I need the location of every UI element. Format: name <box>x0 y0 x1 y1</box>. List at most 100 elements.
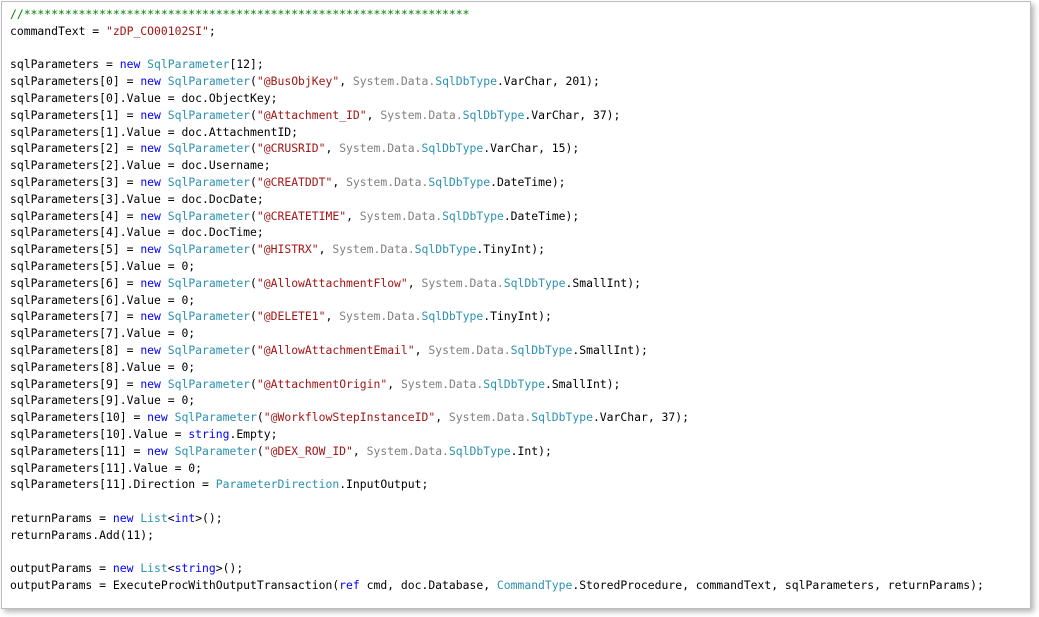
code-token-type: SqlParameter <box>167 376 251 391</box>
code-token-type: SqlParameter <box>167 342 251 357</box>
code-token-plain: sqlParameters[4].Value = doc.DocTime; <box>10 225 264 240</box>
code-line[interactable]: sqlParameters[7] = new SqlParameter("@DE… <box>10 308 984 325</box>
code-token-plain: returnParams.Add(11); <box>10 527 155 542</box>
code-line[interactable]: sqlParameters[5] = new SqlParameter("@HI… <box>10 241 984 258</box>
code-line[interactable]: sqlParameters[9] = new SqlParameter("@At… <box>10 376 984 393</box>
code-line[interactable]: sqlParameters[5].Value = 0; <box>10 258 984 275</box>
code-token-plain <box>161 309 168 323</box>
code-token-plain: sqlParameters[1] = <box>10 107 141 122</box>
code-line[interactable]: //**************************************… <box>10 6 984 23</box>
code-token-plain: sqlParameters[11] = <box>10 443 148 458</box>
code-line[interactable]: returnParams.Add(11); <box>10 527 984 544</box>
code-token-str: "@AllowAttachmentFlow" <box>256 275 408 290</box>
code-token-plain: sqlParameters[7].Value = 0; <box>10 326 196 341</box>
code-token-ns: System.Data. <box>352 74 436 89</box>
code-token-kw: new <box>140 174 161 189</box>
code-token-kw: new <box>140 275 161 290</box>
code-line[interactable]: sqlParameters[3] = new SqlParameter("@CR… <box>10 174 984 191</box>
code-line[interactable] <box>10 40 984 57</box>
code-token-type: List <box>140 561 168 576</box>
code-token-type: SqlParameter <box>167 107 251 122</box>
code-line[interactable]: sqlParameters[0] = new SqlParameter("@Bu… <box>10 73 984 90</box>
code-token-ns: System.Data. <box>366 443 449 458</box>
code-block[interactable]: //**************************************… <box>10 6 984 594</box>
code-token-plain: , <box>346 208 360 223</box>
code-token-plain: , <box>325 309 340 324</box>
code-token-plain: sqlParameters[5].Value = 0; <box>10 258 196 273</box>
code-line[interactable]: sqlParameters[6] = new SqlParameter("@Al… <box>10 275 984 292</box>
code-token-type: SqlParameter <box>174 410 257 425</box>
code-token-plain: , <box>332 174 347 189</box>
code-token-plain <box>161 209 168 223</box>
code-token-plain: , <box>325 141 340 156</box>
code-token-plain: ( <box>250 174 257 189</box>
code-line[interactable]: outputParams = ExecuteProcWithOutputTran… <box>10 577 984 594</box>
code-token-plain: cmd, doc.Database, <box>359 578 497 593</box>
code-token-plain: [12]; <box>229 57 264 72</box>
code-line[interactable]: sqlParameters[7].Value = 0; <box>10 325 984 342</box>
code-token-type: List <box>140 510 168 525</box>
code-token-type: SqlDbType <box>462 107 525 122</box>
code-token-plain: ( <box>250 74 257 89</box>
code-line[interactable]: commandText = "zDP_CO00102SI"; <box>10 23 984 40</box>
code-line[interactable]: sqlParameters[6].Value = 0; <box>10 292 984 309</box>
code-line[interactable]: sqlParameters[1].Value = doc.AttachmentI… <box>10 124 984 141</box>
code-line[interactable]: sqlParameters[8] = new SqlParameter("@Al… <box>10 342 984 359</box>
code-token-plain: , <box>407 275 422 290</box>
code-line[interactable] <box>10 544 984 561</box>
code-token-plain: sqlParameters[0].Value = doc.ObjectKey; <box>10 90 278 105</box>
code-token-plain: sqlParameters[6] = <box>10 275 141 290</box>
code-token-plain: >(); <box>215 561 244 576</box>
code-token-str: "zDP_CO00102SI" <box>106 23 209 38</box>
code-line[interactable]: outputParams = new List<string>(); <box>10 560 984 577</box>
code-token-kw: new <box>119 57 141 72</box>
code-token-kw: new <box>140 208 161 223</box>
code-token-plain: ( <box>250 107 257 122</box>
code-line[interactable]: sqlParameters[4] = new SqlParameter("@CR… <box>10 208 984 225</box>
code-line[interactable]: sqlParameters = new SqlParameter[12]; <box>10 56 984 73</box>
code-token-plain: ( <box>250 141 257 156</box>
code-line[interactable]: sqlParameters[0].Value = doc.ObjectKey; <box>10 90 984 107</box>
code-line[interactable]: sqlParameters[10].Value = string.Empty; <box>10 426 984 443</box>
code-token-kw: new <box>112 510 134 525</box>
code-line[interactable]: sqlParameters[11].Value = 0; <box>10 460 984 477</box>
code-token-kw: new <box>140 242 161 257</box>
code-line[interactable]: sqlParameters[4].Value = doc.DocTime; <box>10 224 984 241</box>
code-line[interactable] <box>10 493 984 510</box>
code-token-type: SqlParameter <box>167 275 251 290</box>
code-token-type: SqlDbType <box>448 443 511 458</box>
code-token-plain <box>161 242 168 256</box>
code-token-ns: System.Data. <box>359 208 443 223</box>
code-editor-panel: //**************************************… <box>1 1 1031 609</box>
code-token-plain: .DateTime); <box>503 208 580 223</box>
code-token-plain: .VarChar, 37); <box>524 107 621 122</box>
code-token-plain: ; <box>208 23 216 38</box>
code-line[interactable]: sqlParameters[1] = new SqlParameter("@At… <box>10 107 984 124</box>
code-token-plain: sqlParameters[3] = <box>10 174 141 189</box>
code-line[interactable]: sqlParameters[11] = new SqlParameter("@D… <box>10 443 984 460</box>
code-line[interactable]: sqlParameters[9].Value = 0; <box>10 392 984 409</box>
code-token-plain <box>168 410 175 424</box>
code-token-kw: new <box>147 443 168 458</box>
code-token-plain: sqlParameters[11].Value = 0; <box>10 460 203 475</box>
code-token-plain: .TinyInt); <box>476 242 545 257</box>
code-line[interactable]: sqlParameters[2] = new SqlParameter("@CR… <box>10 140 984 157</box>
code-line[interactable]: returnParams = new List<int>(); <box>10 510 984 527</box>
code-token-plain: .SmallInt); <box>572 342 648 357</box>
code-token-plain: ( <box>250 242 257 257</box>
code-token-kw: new <box>140 141 161 156</box>
code-token-type: ParameterDirection <box>215 477 340 492</box>
code-line[interactable]: sqlParameters[3].Value = doc.DocDate; <box>10 191 984 208</box>
code-token-str: "@DEX_ROW_ID" <box>263 443 353 458</box>
code-line[interactable]: sqlParameters[2].Value = doc.Username; <box>10 157 984 174</box>
code-line[interactable]: sqlParameters[11].Direction = ParameterD… <box>10 476 984 493</box>
code-token-type: SqlDbType <box>435 74 497 89</box>
code-token-plain: .StoredProcedure, commandText, sqlParame… <box>572 578 984 593</box>
code-token-plain: sqlParameters[10].Value = <box>10 426 189 441</box>
code-token-plain: , <box>435 410 449 425</box>
code-token-plain: >(); <box>195 510 223 525</box>
code-token-plain: outputParams = <box>10 561 113 576</box>
code-line[interactable]: sqlParameters[10] = new SqlParameter("@W… <box>10 409 984 426</box>
code-line[interactable]: sqlParameters[8].Value = 0; <box>10 359 984 376</box>
code-token-plain <box>168 444 175 458</box>
